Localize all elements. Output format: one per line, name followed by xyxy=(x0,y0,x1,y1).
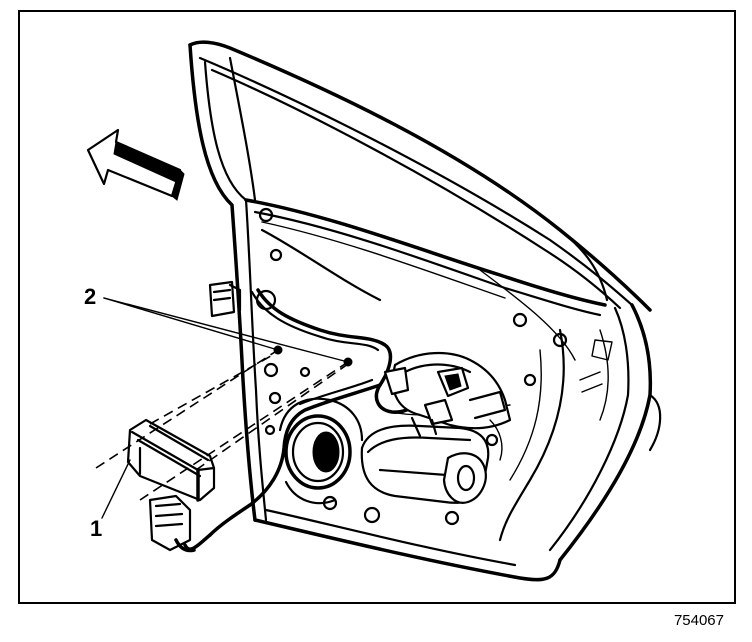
forward-arrow-icon xyxy=(86,128,185,201)
window-regulator-motor xyxy=(360,352,512,504)
door-hinge-clip xyxy=(208,280,242,318)
fastener-points xyxy=(273,345,353,367)
callout-label-1: 1 xyxy=(90,516,103,541)
door-speaker xyxy=(278,397,364,505)
callout-label-2: 2 xyxy=(84,284,97,309)
door-module-component xyxy=(126,418,216,553)
figure-id-label: 754067 xyxy=(673,612,724,629)
door-frame xyxy=(188,40,662,582)
alignment-dashed-lines xyxy=(95,349,349,501)
callout-leader-lines xyxy=(101,297,349,519)
